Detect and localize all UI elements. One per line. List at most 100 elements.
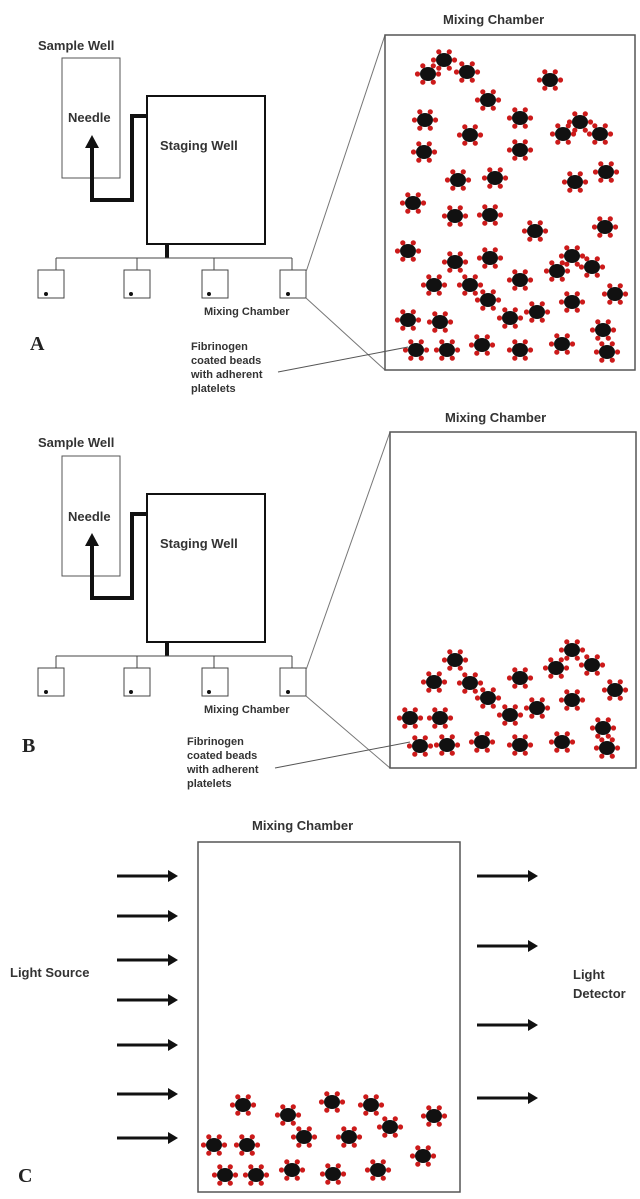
bead [408,343,424,357]
bead [400,244,416,258]
bead-with-platelets [468,334,496,356]
fibrinogen-line: coated beads [187,750,257,762]
bead [416,145,432,159]
platelet [474,297,481,303]
platelet [565,123,571,129]
platelet [554,333,560,339]
light-arrow-icon [117,1039,178,1051]
platelet [399,200,406,206]
platelet [536,77,543,83]
platelet [380,1159,386,1165]
platelet [489,739,496,745]
fibrinogen-line: platelets [191,383,236,395]
small-chamber [279,667,307,697]
bead [439,343,455,357]
platelet [469,77,475,83]
platelet [376,1124,383,1130]
platelet [456,680,463,686]
panel-letter: B [22,735,35,757]
platelet [527,115,534,121]
bead [474,338,490,352]
platelet [472,672,478,678]
platelet [497,167,503,173]
platelet [614,349,621,355]
mixing-chamber-title: Mixing Chamber [252,818,353,833]
panel-letter: C [18,1165,32,1187]
platelet [591,224,598,230]
platelet [555,139,561,145]
platelet [512,307,518,313]
bead-with-platelets [420,274,448,296]
light-arrow-icon [477,1019,538,1031]
bead-with-platelets [441,251,469,273]
bead-with-platelets [474,687,502,709]
platelet [447,319,454,325]
platelet [441,679,448,685]
platelet [549,260,555,266]
platelet [474,695,481,701]
bead [426,1109,442,1123]
pointer-line [274,741,411,769]
platelet [597,216,603,222]
platelet [449,734,455,740]
platelet [482,247,488,253]
bead-with-platelets [566,111,594,133]
platelet [447,221,453,227]
bead [439,738,455,752]
platelet [574,689,580,695]
platelet [593,745,600,751]
small-chamber-bead [286,690,290,694]
platelet [565,139,571,145]
platelet [578,662,585,668]
platelet [299,1167,306,1173]
platelet [420,63,426,69]
platelet [447,715,454,721]
bead [512,738,528,752]
platelet [586,131,593,137]
bead [363,1098,379,1112]
platelet [521,228,528,234]
platelet [564,689,570,695]
platelet [408,355,414,361]
bead [482,208,498,222]
platelet [400,256,406,262]
platelet [294,1159,300,1165]
platelet [594,272,600,278]
bead-with-platelets [558,291,586,313]
platelet [592,123,598,129]
platelet [497,212,504,218]
platelet [290,1120,296,1126]
bead-with-platelets [456,274,484,296]
platelet [481,175,488,181]
platelet [564,268,571,274]
bead [572,115,588,129]
arrow-head [168,1088,178,1100]
bead [382,1120,398,1134]
bead-with-platelets [411,109,439,131]
bead-with-platelets [506,269,534,291]
bead-with-platelets [474,89,502,111]
platelet [512,339,518,345]
bead-with-platelets [468,731,496,753]
arrow-head [528,940,538,952]
sample-well-label: Sample Well [38,38,114,53]
platelet [436,290,442,296]
platelet [420,1113,427,1119]
bead-with-platelets [496,307,524,329]
bead-with-platelets [456,672,484,694]
platelet [567,187,573,193]
platelet [567,171,573,177]
platelet [607,216,613,222]
platelet [564,655,570,661]
platelet [607,695,613,701]
platelet [527,236,533,242]
bead-with-platelets [548,731,576,753]
platelet [420,79,426,85]
bead-with-platelets [278,1159,306,1181]
platelet [410,325,416,331]
platelet [410,256,416,262]
bead-with-platelets [410,141,438,163]
platelet [569,341,576,347]
platelet [418,355,424,361]
